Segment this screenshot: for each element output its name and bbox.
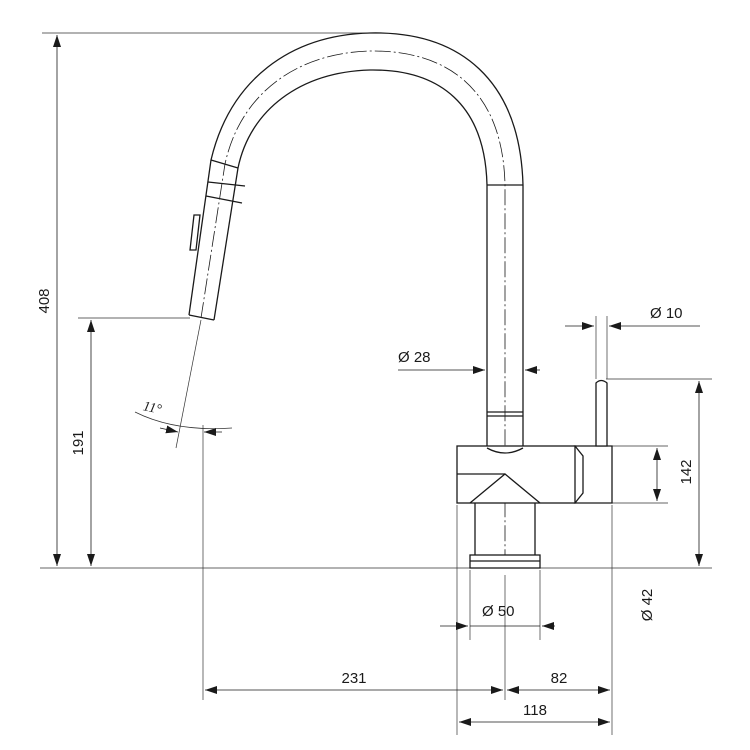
spout-inner-contour: [213, 69, 488, 448]
spout-outer-contour: [188, 32, 524, 448]
handle-lever: [595, 379, 608, 447]
tube-diameter-label: Ø 28: [398, 349, 431, 366]
handle-diameter-label: Ø 10: [650, 305, 683, 322]
body-width-label: 118: [523, 702, 547, 719]
spout-centerline: [200, 50, 506, 560]
spray-angle-label: 11°: [142, 399, 164, 418]
head-joint-line: [210, 159, 239, 169]
spray-angle-arc: [134, 411, 233, 430]
body-diameter-label: Ø 42: [639, 589, 656, 622]
handle-offset-label: 82: [551, 670, 568, 687]
extension-lines: [40, 32, 712, 735]
spout-height-label: 191: [70, 430, 87, 455]
faucet: [188, 32, 613, 569]
body-column: [474, 503, 536, 555]
total-height-label: 408: [36, 288, 53, 313]
reach-label: 231: [341, 670, 366, 687]
head-segment-line: [207, 181, 246, 187]
base-diameter-label: Ø 50: [482, 603, 515, 620]
angle-arrow-left: [159, 425, 179, 434]
spray-button: [189, 214, 201, 251]
spray-angle-line: [175, 319, 202, 449]
body-chamfer: [469, 473, 541, 504]
body-neck-curve: [486, 447, 524, 454]
spray-angle-annotation: 11°: [134, 319, 233, 449]
handle-height-label: 142: [678, 459, 695, 484]
head-segment-line-2: [205, 195, 243, 204]
head-outlet: [188, 314, 215, 321]
dimension-lines: 408 191 142 Ø 42 Ø 28 Ø 10 Ø 50 231 82 1…: [36, 35, 703, 726]
handle-housing: [573, 445, 613, 504]
